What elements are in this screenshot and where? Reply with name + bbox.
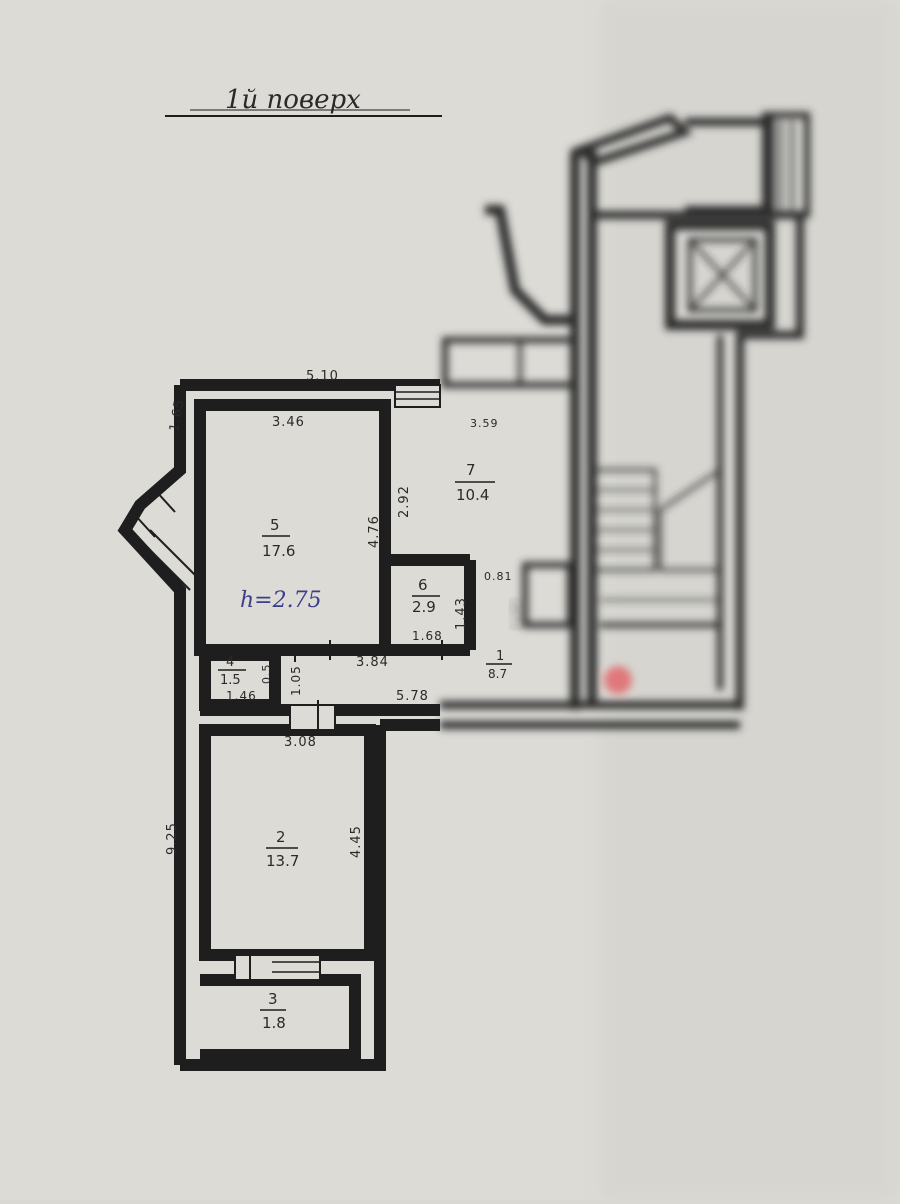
dim-room6-corner: 0.81 <box>484 570 513 583</box>
window-room2 <box>234 954 321 981</box>
dim-room7-left: 2.92 <box>397 485 412 518</box>
room-1-number: 1 <box>496 649 504 664</box>
dim-room2-right: 4.45 <box>349 825 364 858</box>
blurred-building-section <box>440 112 810 729</box>
room-2-number: 2 <box>276 828 286 846</box>
dimension-labels: 5.10 1.65 3.46 4.76 2.92 3.59 1.43 1.68 … <box>165 369 523 858</box>
room-6-area: 2.9 <box>412 598 436 616</box>
room-5-area: 17.6 <box>262 542 295 560</box>
room-4-area: 1.5 <box>220 673 241 688</box>
dim-top-outer: 5.10 <box>306 369 339 384</box>
dim-diag-left: 1.65 <box>167 398 187 433</box>
dim-room6-right: 1.43 <box>454 597 469 630</box>
dim-corridor-left: 1.05 <box>289 665 303 696</box>
room-1-area: 8.7 <box>488 667 507 681</box>
room-7-number: 7 <box>466 461 476 479</box>
dim-corridor-bottom: 5.78 <box>396 689 429 704</box>
dim-room2-top: 3.08 <box>284 735 317 750</box>
room-6-number: 6 <box>418 576 428 594</box>
room-4-number: 4 <box>226 655 234 670</box>
unit-walls <box>117 379 476 1071</box>
window-top <box>394 384 441 408</box>
dim-corridor-top: 3.84 <box>356 655 389 670</box>
room-5-number: 5 <box>270 516 280 534</box>
dim-left-outer: 9.25 <box>165 822 180 855</box>
ceiling-height-note: h=2.75 <box>240 588 322 613</box>
dim-room7-top: 3.59 <box>470 417 499 430</box>
room-2-area: 13.7 <box>266 852 299 870</box>
dim-room5-right: 4.76 <box>367 515 382 548</box>
dim-room4-right: 0.5 <box>260 664 273 685</box>
dim-room6-bottom: 1.68 <box>412 629 443 643</box>
dim-room5-top: 3.46 <box>272 415 305 430</box>
room-3-area: 1.8 <box>262 1014 286 1032</box>
room-labels: 5 17.6 7 10.4 6 2.9 4 1.5 1 8.7 2 13.7 3… <box>218 461 512 1032</box>
door-room2 <box>289 704 336 731</box>
dim-room6-side: 1.27 <box>510 600 523 629</box>
dim-room4-bottom: 1.46 <box>226 689 257 703</box>
room-7-area: 10.4 <box>456 486 489 504</box>
room-3-number: 3 <box>268 990 278 1008</box>
